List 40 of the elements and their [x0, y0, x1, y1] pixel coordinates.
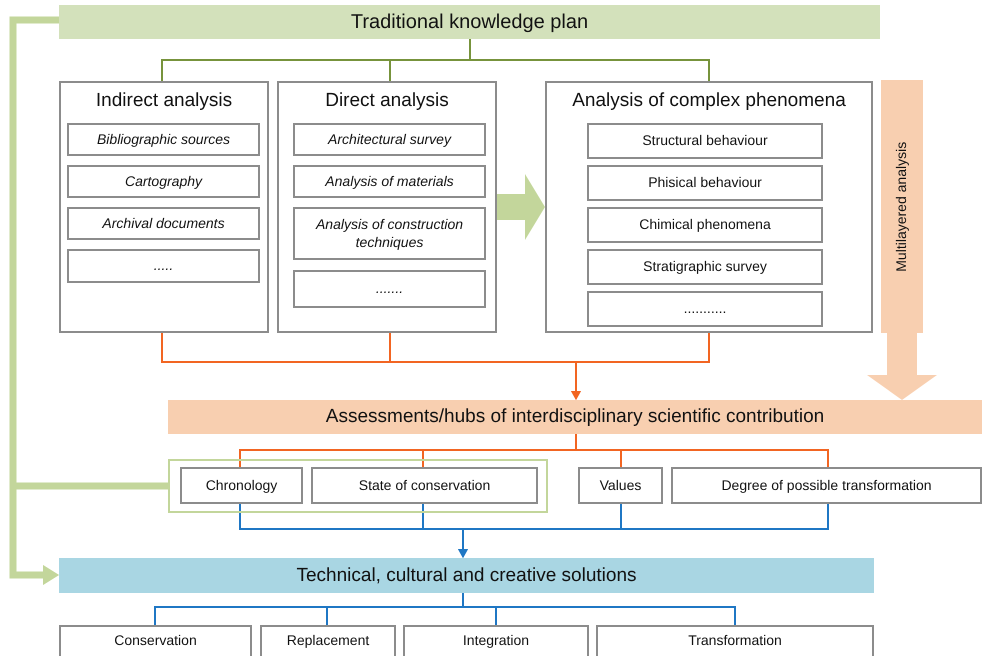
- box-heading: Indirect analysis: [94, 89, 234, 113]
- group-box: [545, 81, 873, 333]
- item-box: Integration: [403, 625, 589, 656]
- group-box: [59, 81, 269, 333]
- item-box: Values: [578, 467, 663, 504]
- item-box: Architectural survey: [293, 123, 486, 156]
- item-box: Transformation: [596, 625, 874, 656]
- item-box: Analysis of materials: [293, 165, 486, 198]
- item-box: Conservation: [59, 625, 252, 656]
- connector: [462, 593, 736, 625]
- item-box: Degree of possible transformation: [671, 467, 982, 504]
- item-box: Cartography: [67, 165, 260, 198]
- item-box: State of conservation: [311, 467, 538, 504]
- item-box: Chronology: [180, 467, 303, 504]
- connector: [469, 39, 710, 81]
- group-outline: [168, 459, 548, 513]
- vertical-label: Multilayered analysis: [893, 142, 910, 272]
- item-box: Structural behaviour: [587, 123, 823, 159]
- header-band: Assessments/hubs of interdisciplinary scientific contribution: [168, 400, 982, 434]
- side-band: [881, 80, 923, 333]
- item-box: Analysis of construction techniques: [293, 207, 486, 260]
- arrow: [571, 333, 710, 400]
- item-box: Phisical behaviour: [587, 165, 823, 201]
- group-box: [277, 81, 497, 333]
- box-heading: Direct analysis: [324, 89, 450, 113]
- header-band: Traditional knowledge plan: [59, 5, 880, 39]
- item-box: Bibliographic sources: [67, 123, 260, 156]
- box-heading: Analysis of complex phenomena: [571, 89, 847, 113]
- item-box: Stratigraphic survey: [587, 249, 823, 285]
- connector: [575, 434, 829, 467]
- item-box: Archival documents: [67, 207, 260, 240]
- item-box: Replacement: [260, 625, 396, 656]
- block-arrow: [497, 174, 545, 240]
- block-arrow: [867, 333, 937, 400]
- header-band: Technical, cultural and creative solutions: [59, 558, 874, 593]
- arrow: [458, 504, 829, 558]
- item-box: Chimical phenomena: [587, 207, 823, 243]
- item-box: .....: [67, 249, 260, 283]
- item-box: ...........: [587, 291, 823, 327]
- item-box: .......: [293, 270, 486, 308]
